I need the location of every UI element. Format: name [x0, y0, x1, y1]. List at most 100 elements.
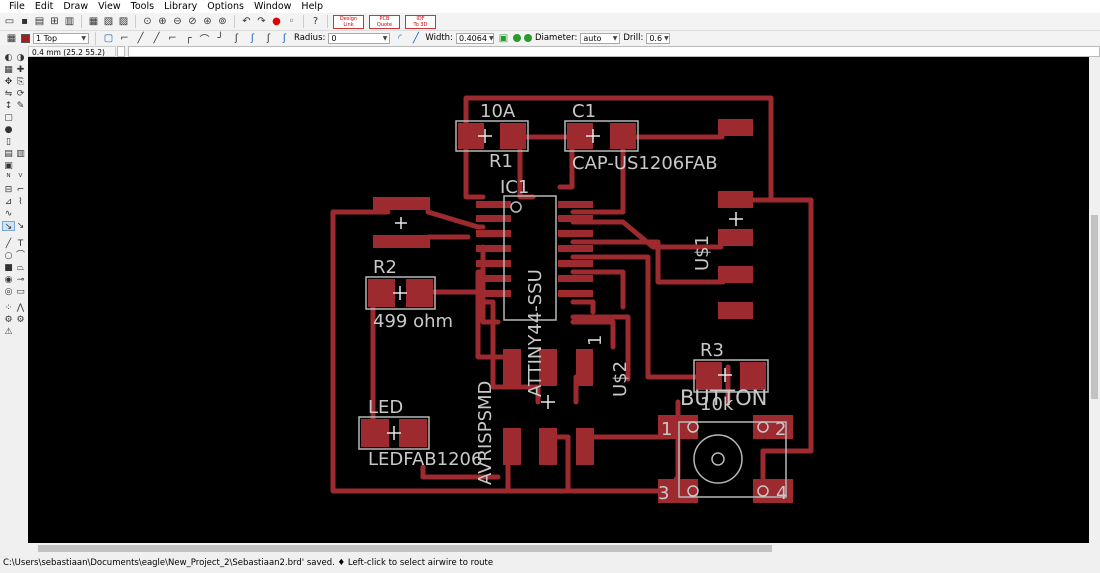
- optimize-icon[interactable]: ⌇: [18, 197, 23, 207]
- change-icon[interactable]: ▥: [16, 149, 25, 159]
- redo-icon[interactable]: ↷: [257, 16, 266, 27]
- signal-icon[interactable]: ⊸: [16, 275, 25, 285]
- route-icon[interactable]: ↘: [2, 221, 15, 232]
- via-octagon-icon[interactable]: [523, 34, 532, 42]
- menu-tools[interactable]: Tools: [130, 1, 155, 12]
- redraw-icon[interactable]: ⊛: [203, 16, 212, 27]
- board-icon[interactable]: ▥: [64, 16, 75, 27]
- wrench-icon[interactable]: ✎: [16, 101, 25, 111]
- group-icon[interactable]: ▢: [4, 113, 13, 123]
- wire-icon[interactable]: ╱: [5, 239, 12, 249]
- text-icon[interactable]: T: [17, 239, 24, 249]
- board-canvas[interactable]: 10A R1 C1 CAP-US1206FAB IC1 ATTINY44-SSU…: [28, 57, 1089, 543]
- info-icon[interactable]: ◐: [4, 53, 13, 63]
- ratsnest-icon[interactable]: ⋀: [16, 303, 25, 313]
- errors-icon[interactable]: ⚠: [4, 327, 13, 337]
- menu-view[interactable]: View: [98, 1, 121, 12]
- menu-edit[interactable]: Edit: [34, 1, 54, 12]
- bend-6-icon[interactable]: ⌒: [199, 34, 210, 46]
- bend-5-icon[interactable]: ┌: [185, 32, 192, 44]
- diameter-select[interactable]: auto▼: [580, 32, 621, 44]
- grid-icon[interactable]: ▦: [6, 32, 17, 44]
- route-curve-icon[interactable]: ◜: [397, 32, 402, 44]
- bend-4-icon[interactable]: ⌐: [168, 32, 177, 44]
- polygon-icon[interactable]: ⏢: [16, 263, 25, 273]
- rect-icon[interactable]: ■: [4, 263, 13, 273]
- menu-library[interactable]: Library: [164, 1, 198, 12]
- vertical-scroll-thumb[interactable]: [1091, 215, 1098, 399]
- menu-options[interactable]: Options: [207, 1, 244, 12]
- zoom-out-icon[interactable]: ⊖: [173, 16, 182, 27]
- width-select[interactable]: 0.4064▼: [455, 32, 494, 44]
- zoom-fit-icon[interactable]: ⊙: [143, 16, 152, 27]
- bend-10-icon[interactable]: ʃ: [266, 32, 271, 44]
- move-icon[interactable]: ✥: [4, 77, 13, 87]
- dimension-icon[interactable]: ⁘: [4, 303, 13, 313]
- via-round-icon[interactable]: [512, 34, 521, 42]
- command-input[interactable]: [128, 45, 1100, 57]
- menu-window[interactable]: Window: [253, 1, 292, 12]
- mark-icon[interactable]: ✚: [16, 65, 25, 75]
- name-icon[interactable]: ᴺ: [6, 173, 11, 183]
- circle-icon[interactable]: ○: [4, 251, 13, 261]
- bend-9-icon[interactable]: ʃ: [250, 32, 255, 44]
- bend-1-icon[interactable]: ⌐: [120, 32, 129, 44]
- horizontal-scroll-thumb[interactable]: [38, 545, 772, 552]
- value-icon[interactable]: ⱽ: [18, 173, 23, 183]
- zoom-prev-icon[interactable]: ⊘: [188, 16, 197, 27]
- go-icon[interactable]: ◦: [288, 16, 295, 27]
- copy-icon[interactable]: ⎘: [16, 77, 25, 87]
- meander-icon[interactable]: ∿: [4, 209, 13, 219]
- help-icon[interactable]: ?: [312, 16, 319, 27]
- layer-icon[interactable]: ▨: [118, 16, 129, 27]
- zoom-select-icon[interactable]: ⊚: [218, 16, 227, 27]
- bend-11-icon[interactable]: ʃ: [282, 32, 287, 44]
- split-icon[interactable]: ▤: [4, 149, 13, 159]
- autorouter-icon[interactable]: ⚙: [4, 315, 13, 325]
- save-icon[interactable]: ▪: [21, 16, 28, 27]
- mirror-icon[interactable]: ⇋: [4, 89, 13, 99]
- bend-7-icon[interactable]: ╯: [217, 32, 224, 44]
- horizontal-scrollbar[interactable]: [28, 543, 1089, 554]
- attribute-icon[interactable]: ▭: [16, 287, 25, 297]
- rotate-icon[interactable]: ⟳: [16, 89, 25, 99]
- drill-select[interactable]: 0.6▼: [646, 32, 671, 44]
- lightbulb-icon[interactable]: ●: [4, 125, 13, 135]
- show-icon[interactable]: ◑: [16, 53, 25, 63]
- split-wire-icon[interactable]: ⊿: [4, 197, 13, 207]
- bend-2-icon[interactable]: ╱: [137, 32, 144, 44]
- via-icon[interactable]: ◉: [4, 275, 13, 285]
- drc-icon[interactable]: ⚙: [16, 315, 25, 325]
- script-icon[interactable]: ▦: [88, 16, 99, 27]
- cam-icon[interactable]: ⊞: [50, 16, 59, 27]
- ulp-icon[interactable]: ▧: [103, 16, 114, 27]
- undo-icon[interactable]: ↶: [242, 16, 251, 27]
- display-icon[interactable]: ▦: [4, 65, 13, 75]
- miter-icon[interactable]: ⌐: [16, 185, 25, 195]
- menu-help[interactable]: Help: [301, 1, 324, 12]
- arc-icon[interactable]: ⌒: [15, 251, 25, 261]
- lock-icon[interactable]: ▣: [4, 161, 13, 171]
- route-straight-icon[interactable]: ╱: [412, 32, 419, 44]
- menu-draw[interactable]: Draw: [63, 1, 89, 12]
- ripup-icon[interactable]: ↘: [16, 221, 25, 231]
- vertical-scrollbar[interactable]: [1089, 57, 1100, 543]
- bend-8-icon[interactable]: ʃ: [234, 32, 239, 44]
- align-icon[interactable]: ↕: [4, 101, 13, 111]
- zoom-in-icon[interactable]: ⊕: [158, 16, 167, 27]
- print-icon[interactable]: ▤: [34, 16, 45, 27]
- layer-select[interactable]: 1 Top▼: [33, 32, 89, 44]
- stop-icon[interactable]: ●: [272, 16, 281, 27]
- delete-icon[interactable]: ▯: [6, 137, 11, 147]
- open-icon[interactable]: ▭: [4, 16, 15, 27]
- smash-icon[interactable]: ⊟: [4, 185, 13, 195]
- bend-0-icon[interactable]: ▢: [103, 32, 114, 44]
- hole-icon[interactable]: ◎: [4, 287, 13, 297]
- radius-select[interactable]: 0▼: [328, 32, 391, 44]
- menu-file[interactable]: File: [9, 1, 25, 12]
- bend-3-icon[interactable]: ╱: [153, 32, 160, 44]
- via-square-icon[interactable]: ▣: [498, 32, 509, 44]
